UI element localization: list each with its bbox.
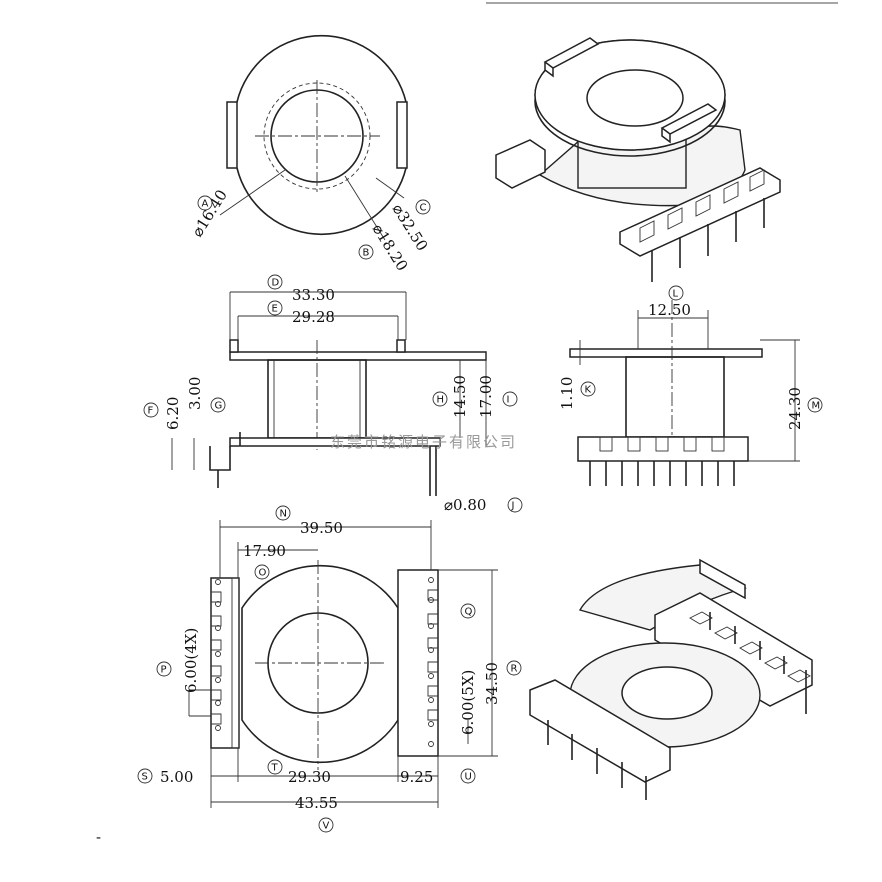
left-clip	[226, 101, 238, 169]
iso2-bore	[621, 666, 713, 720]
tag-n: N	[280, 509, 287, 520]
iso2-top-slots	[689, 611, 811, 683]
leader-c	[375, 177, 405, 199]
front-view: 33.30 D 29.28 E 14.50 H 17.00 I 6.20 F 3…	[143, 274, 523, 514]
top-view: ⌀16.40 A ⌀32.50 C ⌀18.20 B	[188, 34, 431, 274]
dim-pitch-right: 6.00(5X)	[459, 670, 477, 735]
tag-m: M	[812, 401, 821, 412]
tag-a: A	[202, 199, 209, 210]
tag-u: U	[465, 772, 472, 783]
watermark: 东莞市铭源电子有限公司	[330, 433, 517, 451]
dim-overall-width: 33.30	[292, 286, 335, 304]
rail-slots	[639, 169, 765, 243]
bottom-view: 39.50 N 17.90 O 6.00(4X) P 6.00(5X) Q 34…	[137, 505, 522, 833]
left-rail-pins	[215, 579, 221, 731]
dim-margin-left: 5.00	[160, 768, 193, 786]
dim-inner-width: 29.28	[292, 308, 335, 326]
bore	[586, 69, 684, 127]
tag-r: R	[511, 664, 518, 675]
dim-core-dia: ⌀16.40	[188, 186, 231, 240]
tag-f: F	[148, 406, 154, 417]
pin-rail	[619, 167, 781, 257]
tag-t: T	[271, 763, 279, 774]
right-clip	[396, 101, 408, 169]
upper-flange-front	[229, 351, 487, 361]
dim-overall-height: 24.30	[786, 387, 804, 430]
right-rail-outer	[397, 569, 439, 757]
dim-height-a: 14.50	[451, 375, 469, 418]
side-pin-rail	[577, 436, 749, 462]
dim-offset: 17.90	[243, 542, 286, 560]
tag-v: V	[323, 821, 330, 832]
tag-c: C	[420, 203, 427, 214]
side-slots	[599, 436, 725, 452]
iso2-lower-rail	[529, 679, 671, 783]
dim-foot-b: 3.00	[186, 377, 204, 410]
dim-overall-span: 39.50	[300, 519, 343, 537]
tag-k: K	[585, 385, 592, 396]
side-view: 12.50 L 1.10 K 24.30 M	[558, 285, 823, 486]
left-rail-notches	[211, 591, 222, 725]
left-block	[495, 139, 546, 189]
right-pin-front	[429, 446, 437, 496]
side-core	[625, 356, 725, 438]
dim-foot-a: 6.20	[164, 397, 182, 430]
tag-e: E	[272, 304, 278, 315]
flange-outline	[236, 34, 407, 236]
iso2-top-rail	[654, 592, 813, 707]
tag-a-ring	[197, 195, 213, 211]
tag-b: B	[363, 248, 370, 259]
right-clip-iso	[660, 103, 718, 144]
dim-flange-thk: 1.10	[558, 377, 576, 410]
dim-height-b: 17.00	[477, 375, 495, 418]
left-rail-outer	[210, 577, 240, 749]
dim-inner-span: 29.30	[288, 768, 331, 786]
iso-view-bottom	[529, 558, 813, 800]
iso-view-top	[495, 37, 781, 282]
left-clip-front	[229, 339, 239, 353]
tag-g: G	[215, 401, 223, 412]
iso2-lower-pins	[547, 720, 647, 800]
tag-o: O	[259, 568, 267, 579]
dim-pitch-left: 6.00(4X)	[182, 628, 200, 693]
tag-q: Q	[465, 607, 473, 618]
right-rail-pins	[428, 577, 434, 747]
lower-flange-front	[229, 437, 441, 447]
left-rail-inner	[231, 577, 240, 749]
tag-j: J	[511, 501, 515, 512]
tag-b-ring	[358, 244, 374, 260]
left-foot	[209, 432, 241, 471]
dim-pin-dia: ⌀0.80	[444, 496, 486, 514]
dim-top-width: 12.50	[648, 301, 691, 319]
left-clip-iso	[543, 37, 600, 78]
iso2-top-clip	[699, 558, 746, 600]
side-pins	[589, 461, 735, 486]
dim-margin-right: 9.25	[400, 768, 433, 786]
tag-l: L	[673, 289, 679, 300]
tag-h: H	[437, 395, 445, 406]
iso-pins	[651, 198, 765, 282]
right-clip-front	[396, 339, 406, 353]
dim-depth: 34.50	[483, 662, 501, 705]
tag-d: D	[272, 278, 280, 289]
tag-c-ring	[415, 199, 431, 215]
leader-b	[344, 175, 386, 241]
tag-s: S	[142, 772, 148, 783]
bottom-flange	[241, 564, 399, 764]
dim-total: 43.55	[295, 794, 338, 812]
iso2-top-pins	[709, 612, 807, 714]
tag-i: I	[507, 395, 510, 406]
leader-a	[219, 169, 286, 216]
footnote-mark: -	[96, 828, 101, 846]
tag-p: P	[161, 665, 167, 676]
side-top-flange	[569, 348, 763, 358]
right-rail-notches	[427, 589, 438, 721]
